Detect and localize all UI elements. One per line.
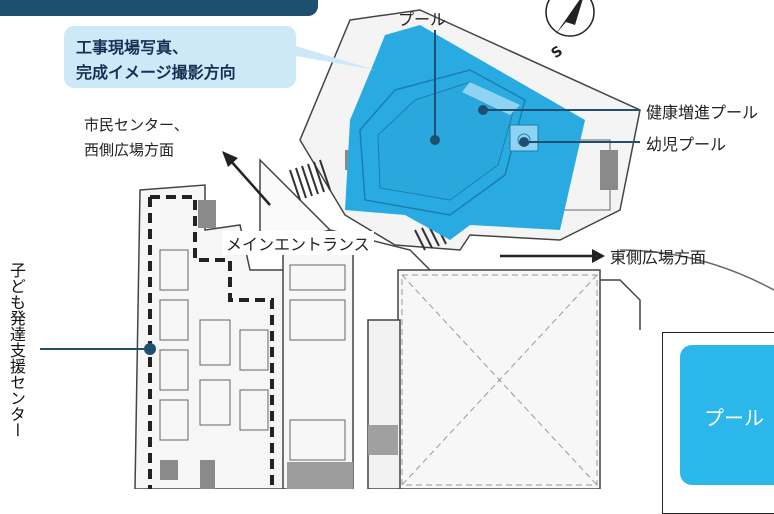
label-fitness-pool: 健康増進プール: [646, 103, 759, 122]
pool-card[interactable]: プール: [680, 345, 774, 485]
stairs: [289, 159, 447, 251]
photo-direction-callout: 工事現場写真、 完成イメージ撮影方向: [64, 26, 296, 88]
compass-icon: S: [545, 0, 595, 62]
floor-plan-map: S: [40, 0, 774, 489]
leader-dots: [144, 105, 529, 355]
label-west-plaza: 西側広場方面: [84, 141, 175, 159]
direction-arrows: [222, 151, 605, 263]
header-bar: [0, 0, 318, 16]
leader-lines: [40, 30, 640, 350]
callout-line-2: 完成イメージ撮影方向: [76, 63, 236, 82]
pool-card-label: プール: [704, 406, 764, 430]
gray-blocks: [160, 150, 618, 489]
label-main-entrance: メインエントランス: [222, 231, 374, 255]
compass-letter: S: [548, 43, 565, 62]
label-pool: プール: [398, 10, 447, 29]
hall-void: [401, 274, 598, 486]
label-east-plaza: 東側広場方面: [610, 248, 707, 267]
label-civic-center: 市民センター、: [84, 116, 189, 134]
label-child-dev-center: 子ども発達支援センター: [7, 262, 26, 438]
callout-line-1: 工事現場写真、: [76, 38, 189, 57]
pool-area: [345, 25, 585, 240]
label-kids-pool: 幼児プール: [646, 135, 727, 154]
callout-pointer: [290, 46, 375, 70]
